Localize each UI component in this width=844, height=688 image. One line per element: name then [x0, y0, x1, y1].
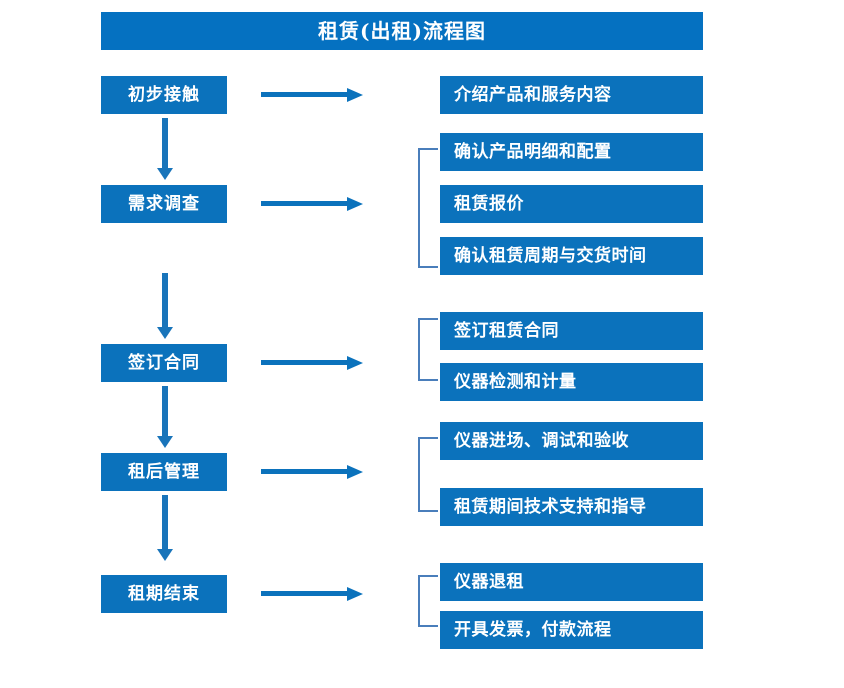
stage-label: 初步接触: [128, 84, 200, 105]
arrow-head: [347, 465, 363, 479]
arrow-shaft: [261, 591, 349, 596]
detail-box-sign-rental-contract[interactable]: 签订租赁合同: [440, 312, 703, 350]
detail-label: 确认租赁周期与交货时间: [454, 245, 647, 266]
bracket-nub-top: [420, 437, 438, 439]
bracket-nub-bottom: [420, 510, 438, 512]
detail-box-invoice-payment[interactable]: 开具发票，付款流程: [440, 611, 703, 649]
detail-label: 仪器退租: [454, 571, 524, 592]
bracket-nub-bottom: [420, 379, 438, 381]
detail-label: 租赁期间技术支持和指导: [454, 496, 647, 517]
arrow-shaft: [162, 118, 168, 168]
arrow-down-icon-contact-to-survey: [157, 118, 173, 180]
detail-label: 介绍产品和服务内容: [454, 84, 612, 105]
arrow-shaft: [162, 273, 168, 327]
arrow-down-icon-survey-to-contract: [157, 273, 173, 339]
bracket-nub-top: [420, 148, 438, 150]
detail-box-instrument-entry-commissioning[interactable]: 仪器进场、调试和验收: [440, 422, 703, 460]
detail-label: 仪器检测和计量: [454, 371, 577, 392]
arrow-down-icon-contract-to-management: [157, 386, 173, 448]
detail-label: 仪器进场、调试和验收: [454, 430, 629, 451]
bracket-post-rental-group: [418, 437, 438, 512]
detail-label: 确认产品明细和配置: [454, 141, 612, 162]
arrow-right-icon-needs-survey: [261, 195, 363, 213]
arrow-head: [157, 436, 173, 448]
arrow-right-icon-sign-contract: [261, 354, 363, 372]
detail-box-technical-support[interactable]: 租赁期间技术支持和指导: [440, 488, 703, 526]
detail-box-introduce-products[interactable]: 介绍产品和服务内容: [440, 76, 703, 114]
stage-box-rental-end[interactable]: 租期结束: [101, 575, 227, 613]
arrow-right-icon-initial-contact: [261, 86, 363, 104]
bracket-nub-top: [420, 318, 438, 320]
chart-title-banner: 租赁(出租)流程图: [101, 12, 703, 50]
arrow-shaft: [261, 360, 349, 365]
arrow-head: [157, 549, 173, 561]
arrow-right-icon-rental-end: [261, 585, 363, 603]
bracket-sign-contract-group: [418, 318, 438, 381]
stage-box-needs-survey[interactable]: 需求调查: [101, 185, 227, 223]
arrow-shaft: [162, 495, 168, 549]
stage-label: 签订合同: [128, 352, 200, 373]
detail-label: 租赁报价: [454, 193, 524, 214]
bracket-rental-end-group: [418, 575, 438, 627]
detail-box-rental-quotation[interactable]: 租赁报价: [440, 185, 703, 223]
arrow-head: [347, 88, 363, 102]
arrow-shaft: [261, 201, 349, 206]
arrow-head: [347, 587, 363, 601]
arrow-head: [157, 168, 173, 180]
detail-box-confirm-product-spec[interactable]: 确认产品明细和配置: [440, 133, 703, 171]
stage-label: 需求调查: [128, 193, 200, 214]
bracket-needs-survey-group: [418, 148, 438, 268]
detail-box-confirm-period-delivery[interactable]: 确认租赁周期与交货时间: [440, 237, 703, 275]
detail-label: 开具发票，付款流程: [454, 619, 612, 640]
bracket-nub-top: [420, 575, 438, 577]
arrow-head: [157, 327, 173, 339]
stage-box-initial-contact[interactable]: 初步接触: [101, 76, 227, 114]
bracket-nub-bottom: [420, 266, 438, 268]
arrow-shaft: [162, 386, 168, 436]
page-title: 租赁(出租)流程图: [318, 19, 486, 43]
stage-box-sign-contract[interactable]: 签订合同: [101, 344, 227, 382]
arrow-down-icon-management-to-end: [157, 495, 173, 561]
detail-box-instrument-inspection[interactable]: 仪器检测和计量: [440, 363, 703, 401]
arrow-shaft: [261, 92, 349, 97]
arrow-right-icon-post-rental-management: [261, 463, 363, 481]
stage-label: 租期结束: [128, 583, 200, 604]
arrow-head: [347, 356, 363, 370]
arrow-head: [347, 197, 363, 211]
arrow-shaft: [261, 469, 349, 474]
stage-label: 租后管理: [128, 461, 200, 482]
stage-box-post-rental-management[interactable]: 租后管理: [101, 453, 227, 491]
detail-box-instrument-return[interactable]: 仪器退租: [440, 563, 703, 601]
bracket-nub-bottom: [420, 625, 438, 627]
detail-label: 签订租赁合同: [454, 320, 559, 341]
